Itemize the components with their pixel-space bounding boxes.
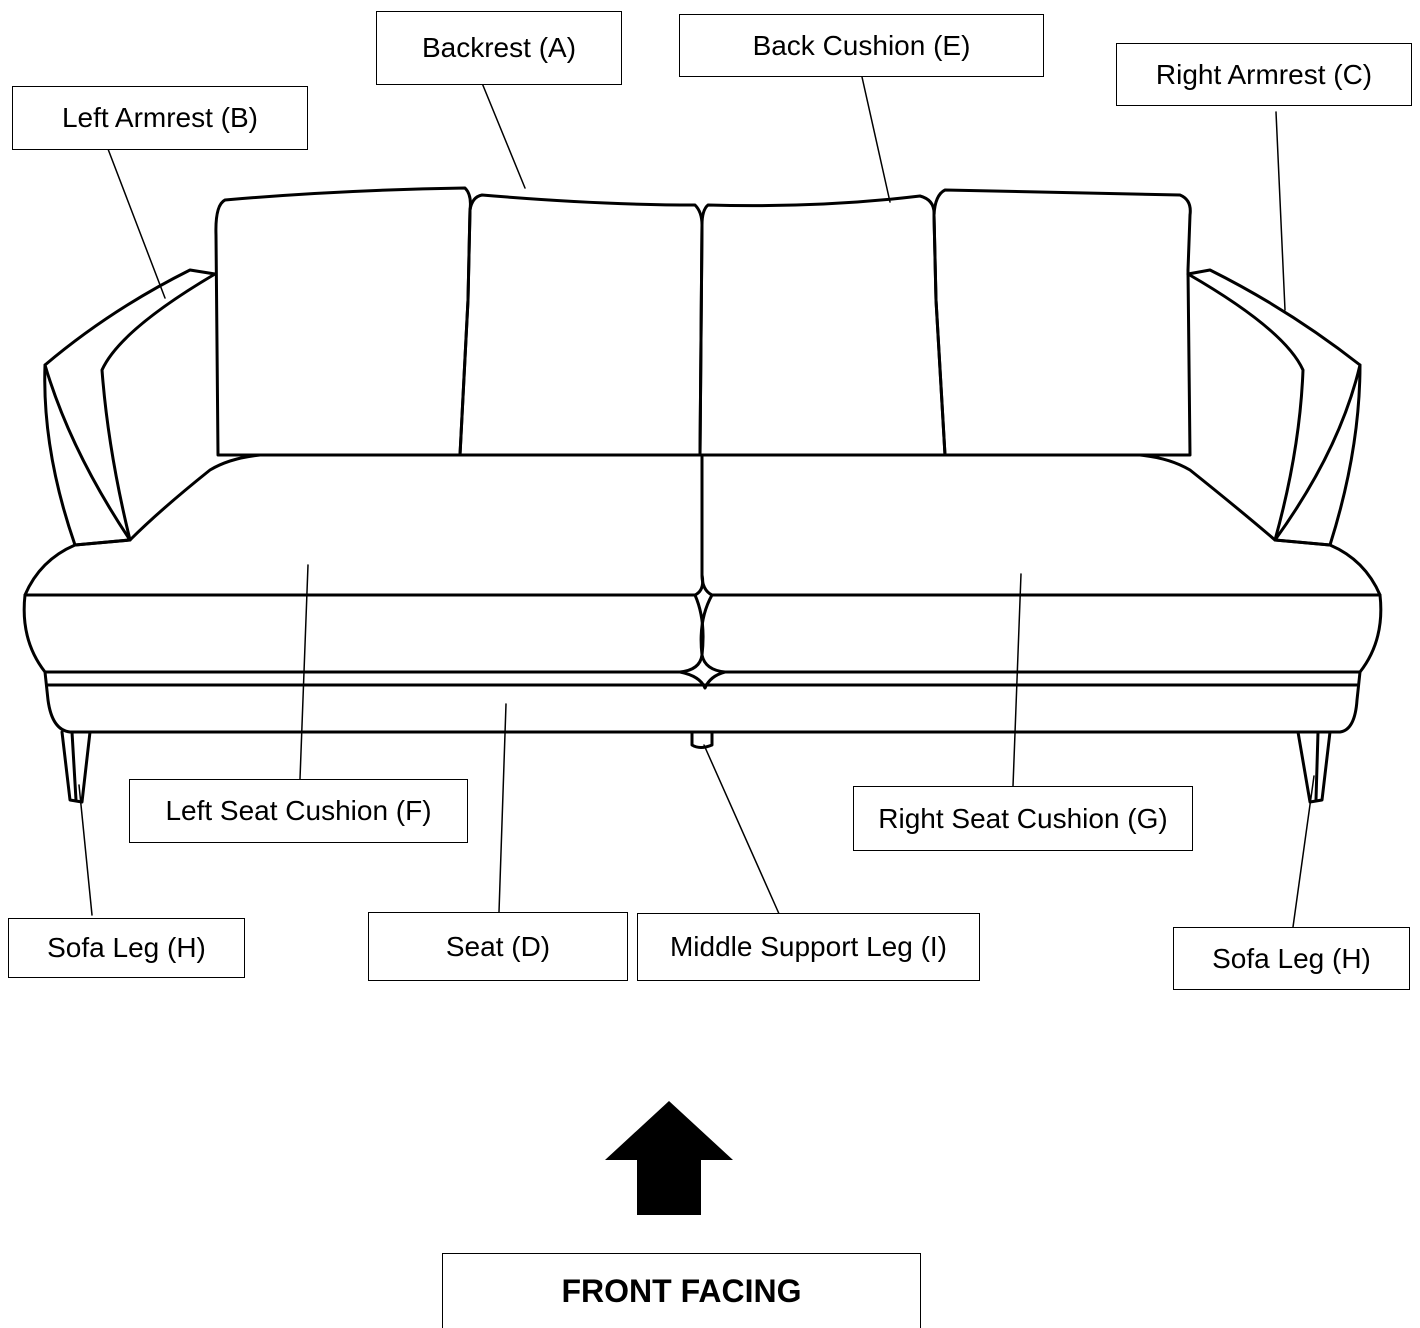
label-middle-support-leg: Middle Support Leg (I) [637,913,980,981]
label-left-armrest: Left Armrest (B) [12,86,308,150]
label-left-seat-cushion: Left Seat Cushion (F) [129,779,468,843]
right-seat-cushion-front [699,593,1383,674]
left-armrest-shape [43,268,217,547]
left-armrest-outer [43,363,77,547]
right-armrest-inner [1186,272,1305,542]
label-backrest: Backrest (A) [376,11,622,85]
seat-base [43,670,1362,734]
label-sofa-leg-left: Sofa Leg (H) [8,918,245,978]
back-cushion-2 [458,193,704,457]
left-armrest-inner [100,272,217,542]
middle-support-leg [690,730,714,749]
label-sofa-leg-right: Sofa Leg (H) [1173,927,1410,990]
right-armrest-outer [1328,363,1362,547]
label-seat: Seat (D) [368,912,628,981]
back-cushion-1 [214,186,472,457]
left-seat-cushion-top [23,453,705,597]
right-seat-cushion-top [700,453,1382,597]
label-back-cushion: Back Cushion (E) [679,14,1044,77]
left-seat-cushion-front [22,593,705,674]
up-arrow-icon [605,1101,733,1215]
front-facing-label: FRONT FACING [442,1253,921,1328]
right-sofa-leg [1296,730,1332,804]
back-cushion-3 [698,194,947,457]
back-cushion-4 [932,188,1192,457]
right-armrest-shape [1186,268,1362,547]
label-right-seat-cushion: Right Seat Cushion (G) [853,786,1193,851]
label-right-armrest: Right Armrest (C) [1116,43,1412,106]
